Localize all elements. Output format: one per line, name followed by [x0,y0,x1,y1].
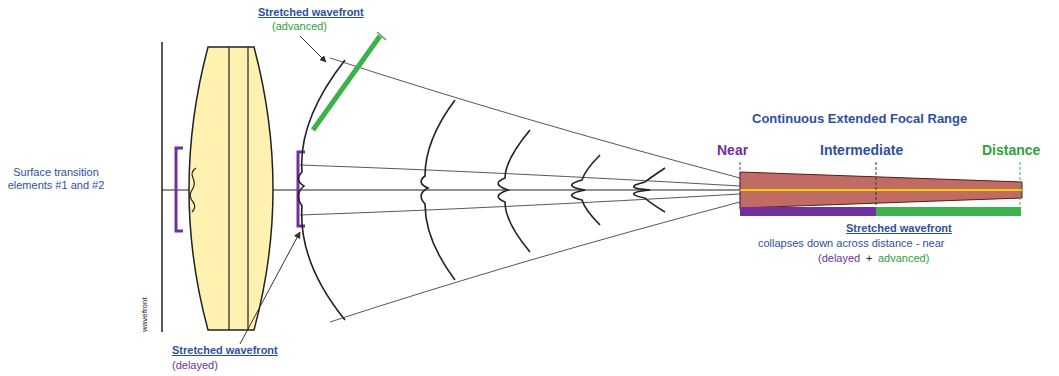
callout-note: (delayed) [172,359,218,372]
focal-axis [740,189,1022,191]
callout-note: collapses down across distance - near [758,237,944,250]
wavefront-plane [161,42,163,332]
wavefronts [298,60,665,320]
callout-note: advanced) [878,252,929,265]
leader-arrow [300,36,326,62]
advanced-bar [377,32,386,40]
near-marker [740,162,741,210]
rays [300,58,740,322]
distance-bar [876,207,1021,216]
leader-arrow [240,232,300,344]
lens [189,47,273,330]
callout-note: + [866,252,872,265]
focal-region [740,172,1022,208]
callout-title: Stretched wavefront [172,344,278,357]
range-label: Intermediate [820,142,903,158]
range-label: Near [717,142,748,158]
bracket [176,148,183,231]
surface-transition [190,168,196,212]
range-title: Continuous Extended Focal Range [752,112,967,127]
distance-marker [1020,162,1021,210]
part-label: Surface transition elements #1 and #2 [2,166,110,191]
callout-note: (delayed [818,252,860,265]
axis-label: wavefront [140,297,149,332]
lens-plate [228,47,229,330]
callout-title: Stretched wavefront [846,222,952,235]
lens-plate [247,47,248,330]
callout-title: Stretched wavefront [258,6,364,19]
advanced-bar [313,36,380,130]
range-label: Distance [982,142,1040,158]
optical-axis [162,190,1022,191]
near-bar [740,207,876,216]
callout-note: (advanced) [272,20,327,33]
